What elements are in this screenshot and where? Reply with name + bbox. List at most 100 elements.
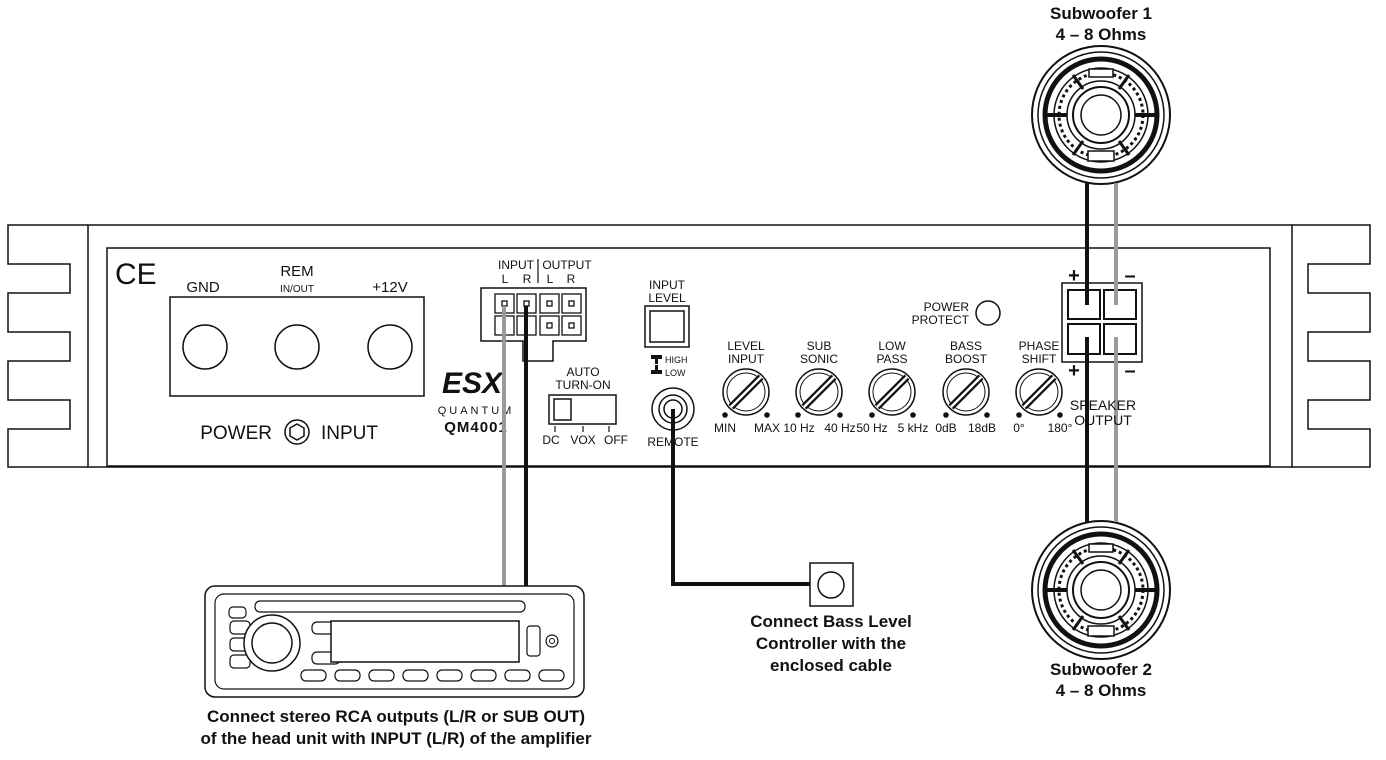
remote-cable (671, 409, 812, 586)
input-level-label-2: LEVEL (648, 291, 686, 305)
knob-low-pass-label-2: PASS (876, 352, 907, 366)
bass-controller-caption-3: enclosed cable (770, 656, 892, 675)
brand-logo: ESX QUANTUM QM4001 (438, 367, 515, 436)
power-protect-indicator: POWER PROTECT (912, 300, 1001, 327)
auto-turn-on-option-dc: DC (542, 433, 560, 447)
ce-mark: CE (115, 258, 157, 291)
subwoofer-2-speaker-icon (1031, 520, 1171, 660)
quantum-label: QUANTUM (438, 405, 515, 417)
auto-turn-on-switch: AUTO TURN-ON DC VOX OFF (542, 365, 628, 447)
knob-level-input[interactable]: LEVEL INPUT MIN MAX (714, 339, 780, 435)
knob-phase-shift-dial[interactable] (1015, 368, 1063, 416)
input-caption: INPUT (321, 423, 378, 444)
knob-low-pass-label-1: LOW (878, 339, 906, 353)
subwoofer-1-name: Subwoofer 1 (1050, 4, 1152, 23)
esx-logo: ESX (442, 367, 504, 400)
rem-terminal (274, 324, 320, 370)
plus12v-label: +12V (372, 279, 407, 296)
head-unit-display (330, 620, 520, 663)
knob-level-input-dial[interactable] (722, 368, 770, 416)
rca-in-l-label: L (502, 272, 509, 286)
knob-bass-boost-label-1: BASS (950, 339, 982, 353)
power-protect-label-2: PROTECT (912, 313, 970, 327)
knob-low-pass-dial[interactable] (868, 368, 916, 416)
speaker-minus-bottom: – (1124, 360, 1135, 382)
knob-level-input-max: MAX (754, 421, 780, 435)
knob-low-pass-min: 50 Hz (856, 421, 887, 435)
head-unit-caption-2: of the head unit with INPUT (L/R) of the… (201, 729, 592, 748)
knob-level-input-label-1: LEVEL (727, 339, 765, 353)
knob-sub-sonic-max: 40 Hz (824, 421, 855, 435)
auto-turn-on-label-1: AUTO (566, 365, 599, 379)
auto-turn-on-option-vox: VOX (570, 433, 595, 447)
head-unit-cd-slot (254, 600, 526, 613)
subwoofer-2: Subwoofer 2 4 – 8 Ohms (1031, 520, 1171, 700)
rca-in-r-label: R (523, 272, 532, 286)
amplifier: CE GND REM IN/OUT +12V POWER INPUT INPUT… (7, 224, 1371, 468)
wires (502, 183, 1118, 586)
model-label: QM4001 (444, 419, 508, 436)
rem-in-out-label: IN/OUT (280, 284, 314, 295)
speaker-plus-bottom: + (1068, 360, 1080, 382)
rem-label: REM (280, 263, 313, 280)
knob-bass-boost-label-2: BOOST (945, 352, 988, 366)
rca-input-label: INPUT (498, 258, 535, 272)
knob-phase-shift-min: 0° (1013, 421, 1025, 435)
input-level-high-label: HIGH (665, 355, 688, 365)
gnd-terminal (182, 324, 228, 370)
power-input-terminal: GND REM IN/OUT +12V POWER INPUT (169, 263, 425, 445)
speaker-minus-top: – (1124, 265, 1135, 287)
head-unit-caption-1: Connect stereo RCA outputs (L/R or SUB O… (207, 707, 585, 726)
input-level-low-label: LOW (665, 368, 686, 378)
knob-sub-sonic-label-2: SONIC (800, 352, 838, 366)
rca-out-r-label: R (567, 272, 576, 286)
knob-phase-shift-label-2: SHIFT (1022, 352, 1057, 366)
knob-level-input-label-2: INPUT (728, 352, 765, 366)
knob-sub-sonic-dial[interactable] (795, 368, 843, 416)
subwoofer-2-name: Subwoofer 2 (1050, 660, 1152, 679)
auto-turn-on-option-off: OFF (604, 433, 628, 447)
knob-phase-shift-label-1: PHASE (1019, 339, 1060, 353)
knob-bass-boost-max: 18dB (968, 421, 996, 435)
heatsink-right (1292, 224, 1371, 468)
input-level-label-1: INPUT (649, 278, 686, 292)
subwoofer-2-impedance: 4 – 8 Ohms (1056, 681, 1147, 700)
knob-sub-sonic[interactable]: SUB SONIC 10 Hz 40 Hz (783, 339, 855, 435)
bass-controller-caption-2: Controller with the (756, 634, 906, 653)
hex-nut-icon (284, 419, 310, 445)
input-level-button: INPUT LEVEL HIGH LOW (644, 278, 690, 378)
bass-controller-caption-1: Connect Bass Level (750, 612, 912, 631)
rca-output-label: OUTPUT (542, 258, 592, 272)
bass-controller-knob-icon (817, 571, 845, 599)
knob-bass-boost-dial[interactable] (942, 368, 990, 416)
knob-level-input-min: MIN (714, 421, 736, 435)
head-unit: Connect stereo RCA outputs (L/R or SUB O… (201, 585, 592, 748)
auto-turn-on-label-2: TURN-ON (555, 378, 610, 392)
speaker-plus-top: + (1068, 265, 1080, 287)
speaker-output-label: SPEAKER OUTPUT (1070, 397, 1136, 428)
gnd-label: GND (186, 279, 220, 296)
knob-phase-shift[interactable]: PHASE SHIFT 0° 180° (1013, 339, 1072, 435)
speaker-output-label-2: OUTPUT (1074, 412, 1132, 428)
knob-bass-boost-min: 0dB (935, 421, 956, 435)
subwoofer-1-speaker-icon (1031, 45, 1171, 185)
subwoofer-1-impedance: 4 – 8 Ohms (1056, 25, 1147, 44)
knob-sub-sonic-min: 10 Hz (783, 421, 814, 435)
knob-phase-shift-max: 180° (1048, 421, 1073, 435)
knob-sub-sonic-label-1: SUB (807, 339, 832, 353)
power-protect-led (975, 300, 1001, 326)
heatsink-left (7, 224, 88, 468)
power-caption: POWER (200, 423, 272, 444)
bass-level-controller: Connect Bass Level Controller with the e… (750, 562, 912, 675)
speaker-output-terminal: + – + – (1061, 265, 1143, 382)
subwoofer-1: Subwoofer 1 4 – 8 Ohms (1031, 4, 1171, 185)
knob-low-pass[interactable]: LOW PASS 50 Hz 5 kHz (856, 339, 928, 435)
power-protect-label-1: POWER (924, 300, 970, 314)
knob-bass-boost[interactable]: BASS BOOST 0dB 18dB (935, 339, 996, 435)
plus12v-terminal (367, 324, 413, 370)
rca-connector-block: INPUT OUTPUT L R L R (480, 258, 592, 362)
speaker-output-label-1: SPEAKER (1070, 397, 1136, 413)
knob-low-pass-max: 5 kHz (898, 421, 929, 435)
rca-out-l-label: L (547, 272, 554, 286)
